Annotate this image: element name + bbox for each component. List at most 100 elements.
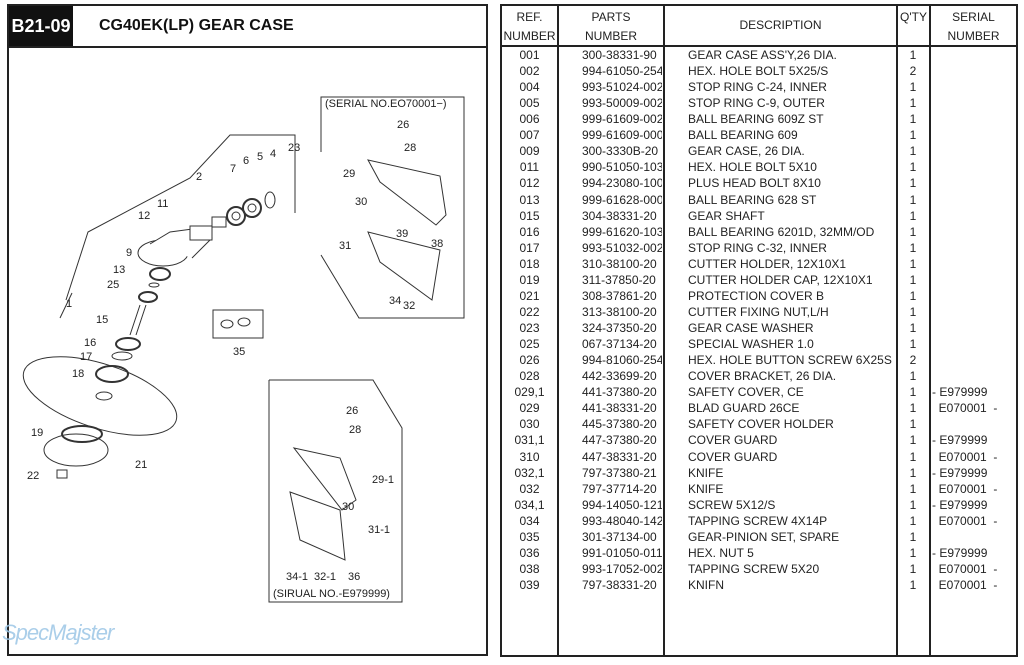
description: GEAR CASE, 26 DIA. [688,144,805,159]
table-row: 004 993-51024-002 STOP RING C-24, INNER 1 [502,79,1016,95]
part-number: 311-37850-20 [582,272,656,287]
callout-label: 13 [113,264,125,276]
serial-number: - E979999 [932,497,988,512]
quantity: 1 [909,417,917,432]
page-title: CG40EK(LP) GEAR CASE [99,17,294,34]
part-number: 304-38331-20 [582,208,657,223]
quantity: 1 [909,385,917,400]
quantity: 1 [909,160,917,175]
description: COVER GUARD [688,449,778,464]
callout-label: 19 [31,427,43,439]
ref-number: 023 [519,321,540,336]
quantity: 1 [909,80,917,95]
description: STOP RING C-32, INNER [688,240,827,255]
part-number: 441-38331-20 [582,401,657,416]
part-number: 797-37714-20 [582,481,657,496]
ref-number: 017 [519,240,540,255]
callout-label: 6 [243,155,249,167]
description: SCREW 5X12/S [688,497,776,512]
part-number: 442-33699-20 [582,369,657,384]
ref-number: 029 [519,401,540,416]
diagram-panel: B21-09 CG40EK(LP) GEAR CASE [7,4,488,656]
part-number: 797-38331-20 [582,577,657,592]
description: CUTTER FIXING NUT,L/H [688,304,829,319]
ref-number: 012 [519,176,540,191]
ref-number: 022 [519,304,540,319]
quantity: 1 [909,321,917,336]
ref-number: 004 [519,80,540,95]
quantity: 1 [909,176,917,191]
part-number: 447-37380-20 [582,433,657,448]
part-number: 994-81060-254 [582,353,662,368]
part-number: 308-37861-20 [582,288,657,303]
part-number: 993-50009-002 [582,96,662,111]
description: TAPPING SCREW 4X14P [688,513,828,528]
ref-number: 310 [519,449,540,464]
description: HEX. NUT 5 [688,545,754,560]
ref-number: 015 [519,208,540,223]
part-number: 313-38100-20 [582,304,657,319]
description: GEAR-PINION SET, SPARE [688,529,840,544]
callout-label: 22 [27,470,39,482]
description: STOP RING C-24, INNER [688,80,827,95]
serial-number: - E979999 [932,465,988,480]
quantity: 2 [909,64,917,79]
description: GEAR CASE WASHER [688,321,814,336]
callout-label: 34 [389,295,401,307]
description: COVER GUARD [688,433,778,448]
part-number: 993-51024-002 [582,80,662,95]
callout-label: 30 [355,196,367,208]
ref-number: 032 [519,481,540,496]
callout-label: 35 [233,346,245,358]
quantity: 1 [909,545,917,560]
quantity: 1 [909,577,917,592]
header-ref-2: NUMBER [503,29,556,43]
quantity: 1 [909,224,917,239]
callout-label: 28 [404,142,416,154]
part-number: 445-37380-20 [582,417,657,432]
description: BALL BEARING 6201D, 32MM/OD [688,224,875,239]
description: KNIFE [688,481,724,496]
callout-label: 29-1 [372,474,394,486]
description: STOP RING C-9, OUTER [688,96,825,111]
serial-number: E070001 - [932,513,998,528]
callout-label: 32-1 [314,571,336,583]
quantity: 1 [909,529,917,544]
quantity: 1 [909,401,917,416]
header-ref-1: REF. [516,10,543,24]
callout-label: 1 [66,298,72,310]
ref-number: 011 [519,160,540,175]
ref-number: 009 [519,144,540,159]
watermark-logo: SpecMajster [2,620,114,645]
callout-label: 29 [343,168,355,180]
serial-number: E070001 - [932,449,998,464]
quantity: 2 [909,353,917,368]
header-part-1: PARTS [591,10,631,24]
ref-number: 018 [519,256,540,271]
part-number: 994-14050-121 [582,497,662,512]
part-number: 999-61609-002 [582,112,662,127]
ref-number: 025 [519,337,540,352]
part-number: 994-23080-100 [582,176,662,191]
callout-label: 9 [126,247,132,259]
page-header: B21-09 CG40EK(LP) GEAR CASE [9,6,486,48]
ref-number: 002 [519,64,540,79]
